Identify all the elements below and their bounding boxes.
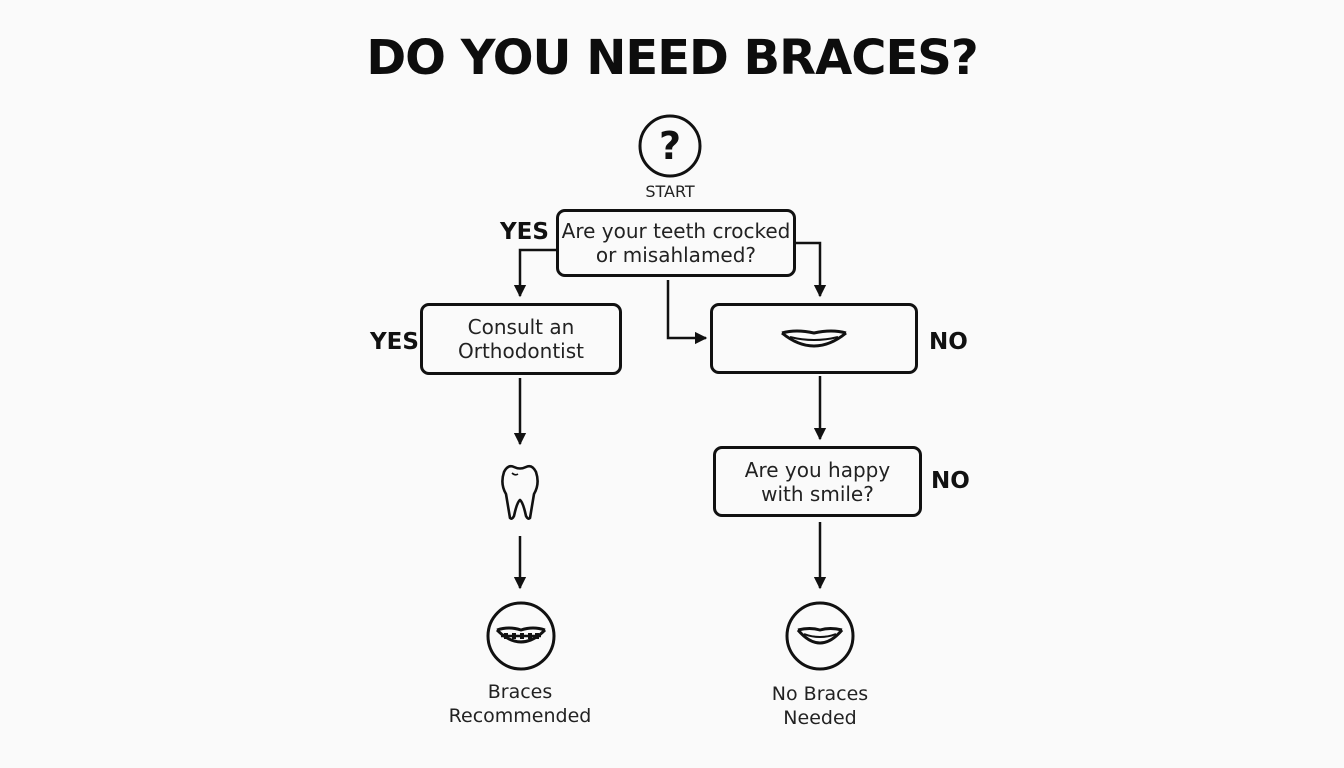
braces-line2: Recommended xyxy=(448,705,592,727)
question1-line1: Are your teeth crocked xyxy=(561,219,791,243)
arrow-q1-to-smile-box xyxy=(795,241,827,298)
no-braces-needed-label: No Braces Needed xyxy=(740,682,900,730)
braces-recommended-label: Braces Recommended xyxy=(440,680,600,728)
smile-box xyxy=(710,303,918,374)
arrow-q1-to-consult xyxy=(513,248,556,298)
no-label-top: NO xyxy=(929,329,968,355)
consult-line2: Orthodontist xyxy=(458,339,584,363)
no-braces-line1: No Braces xyxy=(771,683,869,705)
consult-line1: Consult an xyxy=(467,315,575,339)
no-braces-line2: Needed xyxy=(783,707,857,729)
yes-label-top: YES xyxy=(500,219,549,245)
question2-line1: Are you happy xyxy=(744,457,891,482)
yes-label-left: YES xyxy=(370,329,419,355)
question-circle-icon: ? xyxy=(638,114,702,178)
page-title: DO YOU NEED BRACES? xyxy=(366,30,978,86)
braces-smile-icon xyxy=(486,601,556,671)
smile-icon xyxy=(781,329,847,347)
consult-orthodontist-box: Consult an Orthodontist xyxy=(420,303,622,375)
question1-line2: or misahlamed? xyxy=(595,243,757,267)
braces-line1: Braces xyxy=(487,681,553,703)
start-symbol: ? xyxy=(659,124,681,168)
question-teeth-crooked: Are your teeth crocked or misahlamed? xyxy=(556,209,796,277)
tooth-icon xyxy=(501,464,539,520)
no-label-bottom: NO xyxy=(931,468,970,494)
smile-face-icon xyxy=(785,601,855,671)
question-happy-smile: Are you happy with smile? xyxy=(713,446,922,517)
start-label: START xyxy=(645,182,695,201)
arrow-q1-to-smile-box-side xyxy=(666,280,708,345)
question2-line2: with smile? xyxy=(761,481,874,506)
